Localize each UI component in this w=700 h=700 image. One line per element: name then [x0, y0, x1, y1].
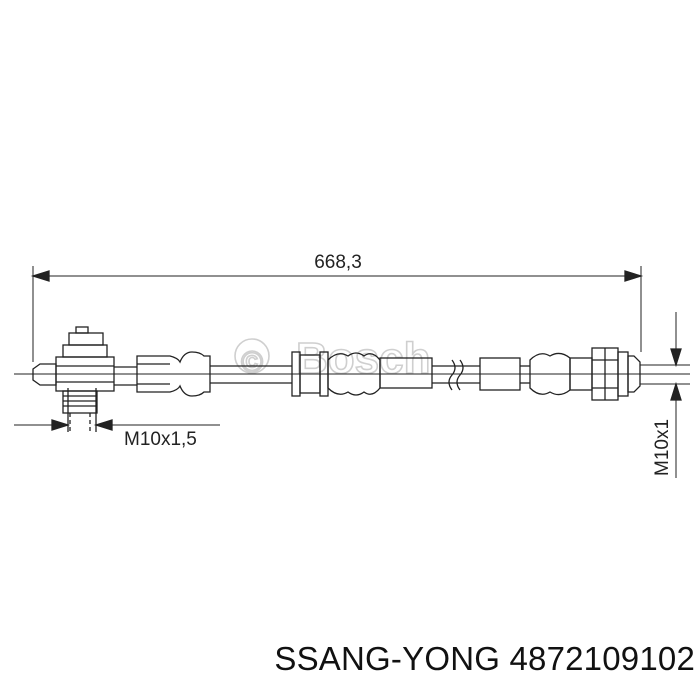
- overall-length-label: 668,3: [314, 252, 362, 273]
- crimp-sleeve-left: [136, 351, 211, 397]
- part-caption: SSANG-YONG 4872109102: [215, 640, 695, 678]
- length-dimension: [30, 266, 644, 362]
- watermark-symbol: ©: [241, 346, 263, 379]
- caption-brand: SSANG-YONG: [274, 640, 501, 677]
- crimp-sleeve-right: [479, 357, 521, 391]
- right-fitting: [529, 347, 641, 401]
- banjo-fitting: [55, 326, 115, 432]
- break-mark: [448, 359, 456, 391]
- left-thread-dimension: [14, 419, 220, 431]
- left-thread-label: M10x1,5: [124, 429, 197, 450]
- right-thread-dimension: [640, 312, 690, 478]
- watermark-circle: [234, 338, 270, 374]
- right-thread-label: M10x1: [652, 419, 673, 476]
- middle-clip: [291, 351, 433, 397]
- caption-part-number: 4872109102: [509, 640, 695, 677]
- hose-outline: [14, 266, 690, 478]
